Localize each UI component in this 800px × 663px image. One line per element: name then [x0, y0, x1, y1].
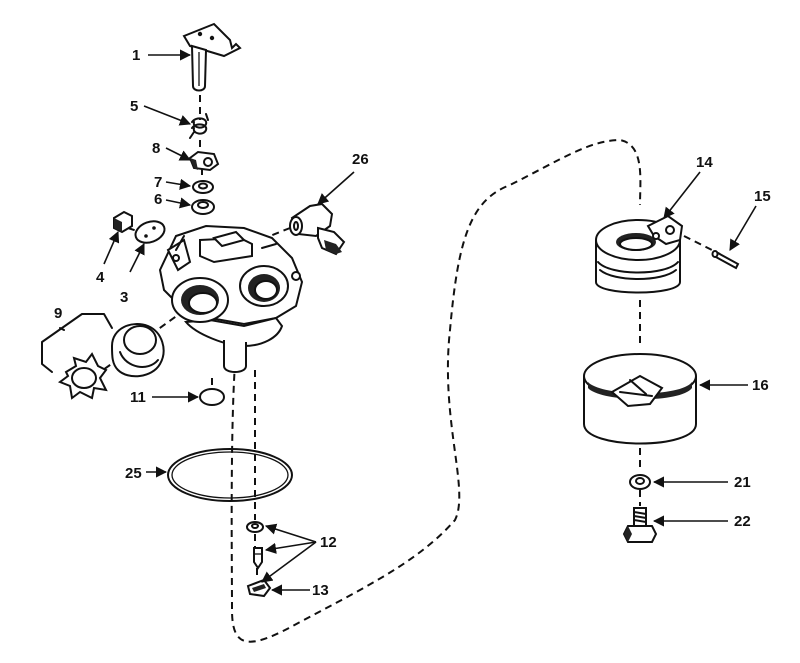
- label-part-15: 15: [754, 188, 771, 205]
- label-part-13: 13: [312, 582, 329, 599]
- label-part-8: 8: [152, 140, 160, 157]
- part-26-fuel-fitting: [289, 202, 346, 256]
- label-part-1: 1: [132, 47, 140, 64]
- carburetor-body: [158, 224, 304, 373]
- part-9-primer-assembly: [41, 313, 165, 400]
- part-25-o-ring: [167, 448, 293, 502]
- label-part-25: 25: [125, 465, 142, 482]
- align-line-5: [269, 227, 291, 237]
- part-3-throttle-plate: [134, 220, 166, 244]
- part-6-seal: [191, 199, 215, 215]
- label-part-12: 12: [320, 534, 337, 551]
- leader-lines: [103, 49, 757, 596]
- part-1-throttle-shaft: [182, 22, 242, 92]
- label-part-26: 26: [352, 151, 369, 168]
- part-22-bowl-nut: [622, 507, 658, 543]
- align-line-15: [683, 235, 721, 255]
- part-5-spring: [189, 113, 209, 139]
- label-part-21: 21: [734, 474, 751, 491]
- label-part-6: 6: [154, 191, 162, 208]
- label-part-4: 4: [96, 269, 105, 286]
- part-21-washer: [629, 474, 651, 490]
- part-12-needle-and-seat: [246, 521, 264, 570]
- dashed-assembly-path: [230, 138, 642, 643]
- part-7-washer: [192, 180, 214, 194]
- align-line-4: [127, 227, 141, 233]
- label-part-3: 3: [120, 289, 128, 306]
- part-8-bracket: [188, 150, 220, 172]
- part-11-welch-plug: [199, 388, 225, 406]
- label-part-5: 5: [130, 98, 138, 115]
- label-part-22: 22: [734, 513, 751, 530]
- part-15-hinge-pin: [711, 250, 740, 270]
- part-14-float: [595, 214, 684, 294]
- label-part-14: 14: [696, 154, 713, 171]
- part-4-screw: [113, 210, 133, 234]
- label-part-11: 11: [130, 389, 146, 406]
- label-part-7: 7: [154, 174, 162, 191]
- label-part-9: 9: [54, 305, 62, 322]
- label-part-16: 16: [752, 377, 769, 394]
- part-16-float-bowl: [583, 353, 697, 445]
- part-13-clip: [246, 578, 272, 598]
